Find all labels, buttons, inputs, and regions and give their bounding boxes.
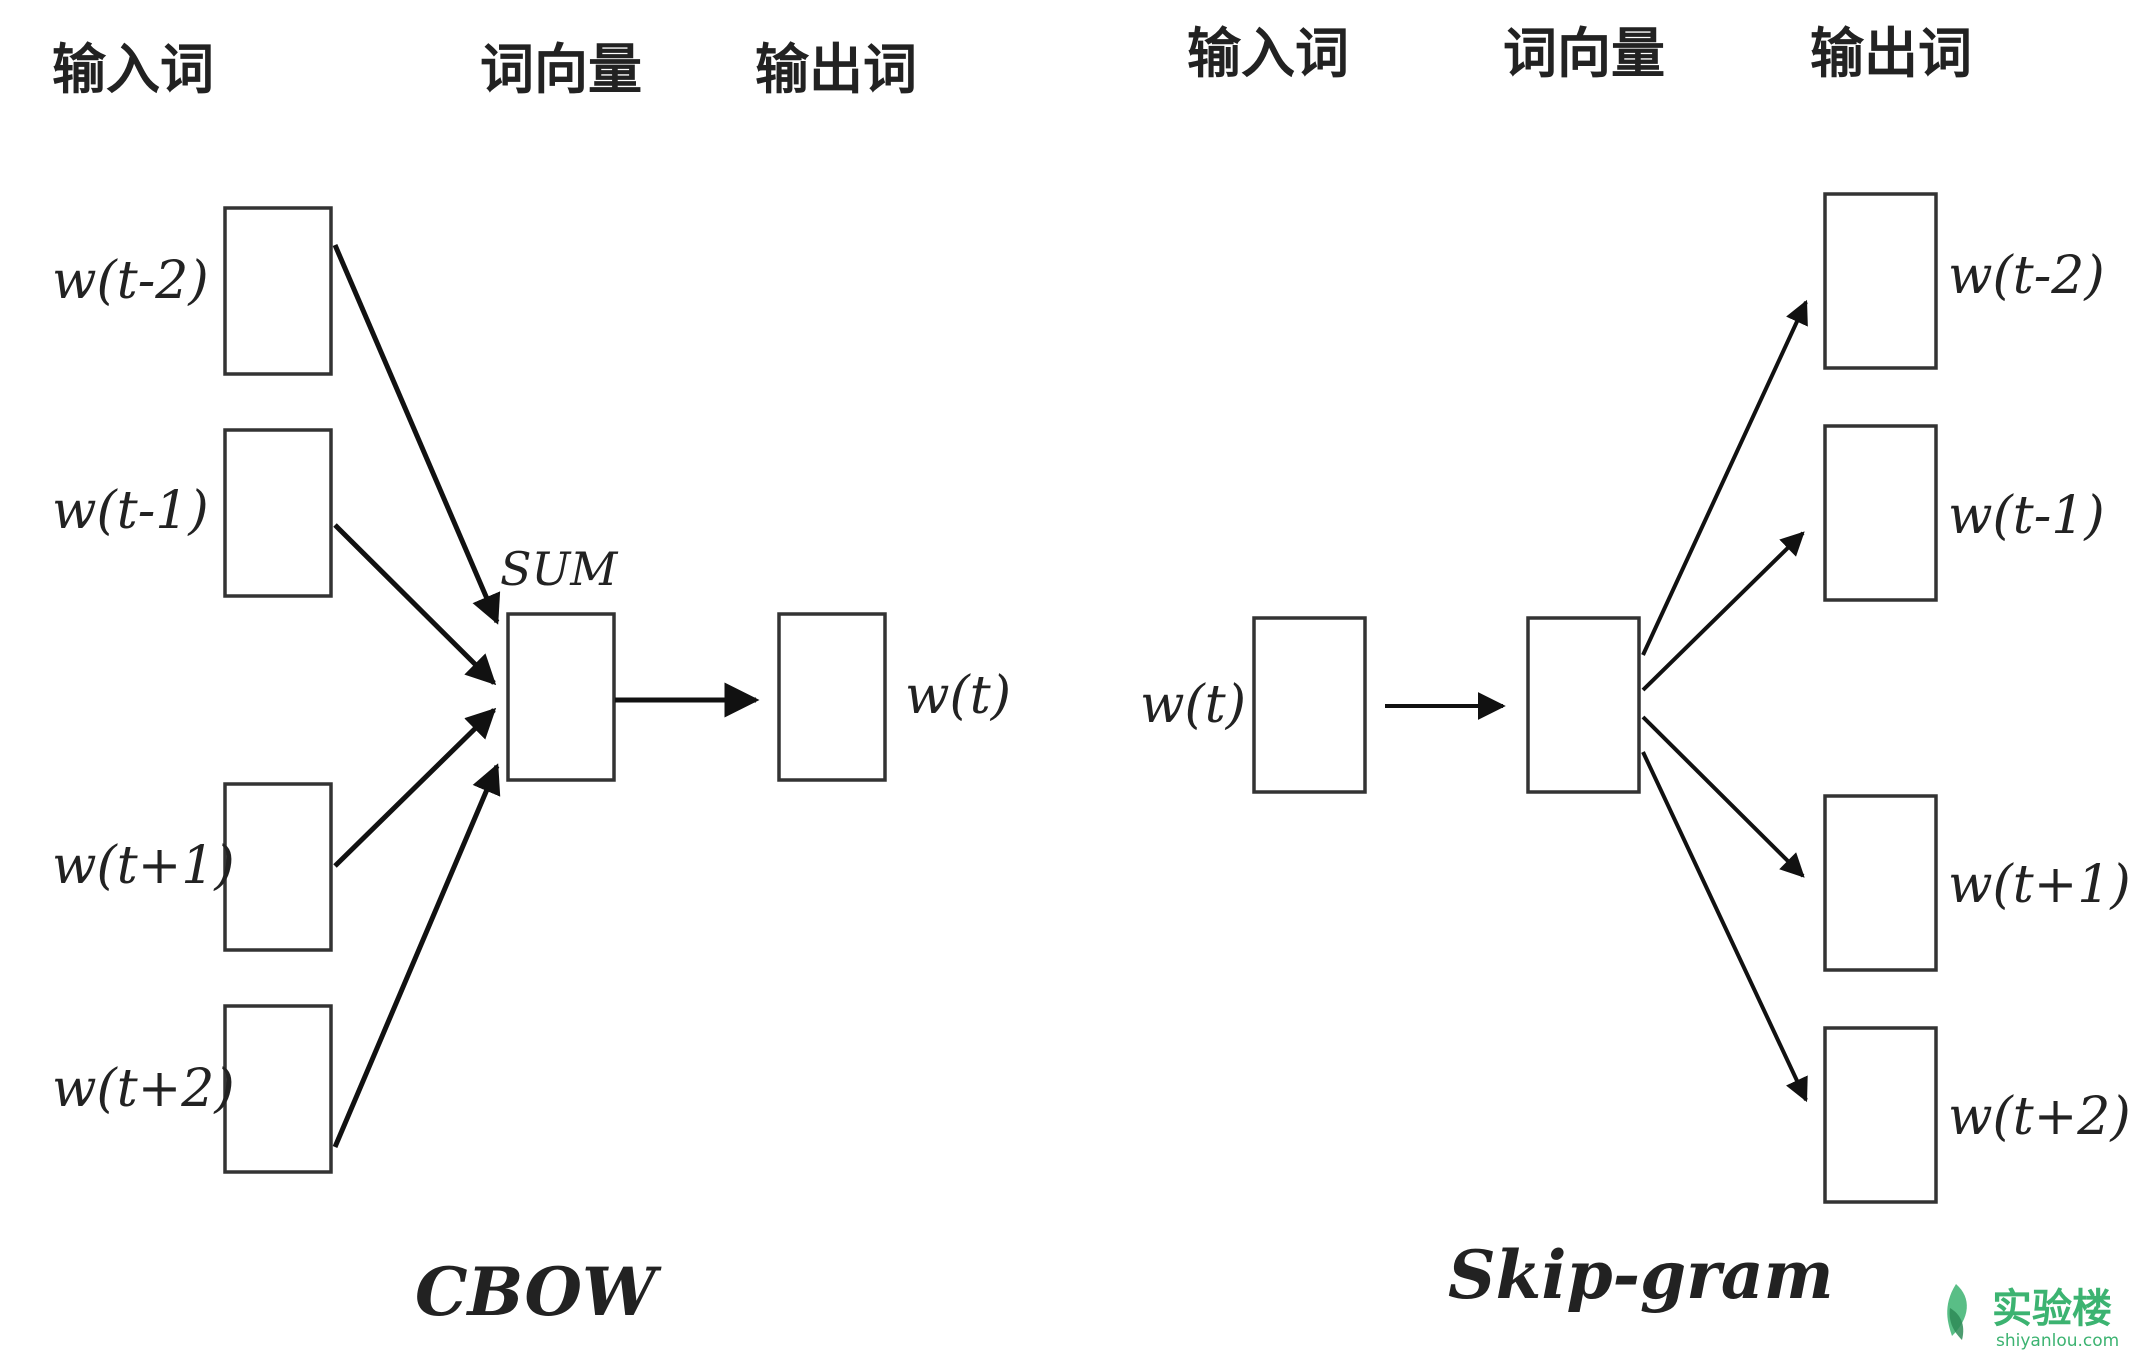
skipgram-output-label-t+2: w(t+2) — [1948, 1087, 2131, 1147]
skipgram-output-box-t+1 — [1823, 794, 1938, 972]
cbow-output-label: w(t) — [905, 666, 1011, 726]
cbow-title: CBOW — [415, 1253, 662, 1331]
skipgram-title: Skip-gram — [1448, 1236, 1834, 1314]
watermark-name: 实验楼 — [1992, 1286, 2112, 1332]
skipgram-output-label-t+1: w(t+1) — [1948, 855, 2131, 915]
skipgram-input-box — [1252, 616, 1367, 794]
watermark-site: shiyanlou.com — [1996, 1331, 2119, 1351]
cbow-input-label-t+2: w(t+2) — [52, 1059, 235, 1119]
skipgram-output-box-t+2 — [1823, 1026, 1938, 1204]
skipgram-output-label-t-1: w(t-1) — [1948, 486, 2105, 546]
cbow-output-header: 输出词 — [755, 38, 917, 101]
skipgram-arrow-t+2 — [1641, 751, 1808, 1103]
leaf-logo-icon — [1947, 1284, 1967, 1340]
cbow-input-box-t+2 — [223, 1004, 333, 1174]
cbow-vector-header: 词向量 — [480, 38, 642, 101]
cbow-input-label-t-2: w(t-2) — [52, 251, 209, 311]
cbow-arrow-t+2 — [332, 763, 501, 1148]
cbow-input-box-t-1 — [223, 428, 333, 598]
cbow-input-box-t+1 — [223, 782, 333, 952]
cbow-input-label-t+1: w(t+1) — [52, 836, 235, 896]
cbow-input-header: 输入词 — [52, 38, 214, 101]
skipgram-projection-box — [1526, 616, 1641, 794]
skipgram-output-box-t-1 — [1823, 424, 1938, 602]
cbow-arrow-t-2 — [332, 244, 501, 625]
skipgram-input-header: 输入词 — [1187, 22, 1349, 85]
skipgram-output-box-t-2 — [1823, 192, 1938, 370]
cbow-sum-label: SUM — [500, 542, 619, 596]
skipgram-arrow-t-1 — [1641, 531, 1805, 692]
skipgram-vector-header: 词向量 — [1503, 22, 1665, 85]
cbow-input-box-t-2 — [223, 206, 333, 376]
skipgram-output-header: 输出词 — [1810, 22, 1972, 85]
shiyanlou-watermark: 实验楼 shiyanlou.com — [1947, 1284, 2119, 1351]
skipgram-output-label-t-2: w(t-2) — [1948, 246, 2105, 306]
cbow-projection-box — [506, 612, 616, 782]
cbow-arrow-t-1 — [333, 523, 497, 686]
skipgram-arrow-t+1 — [1641, 715, 1805, 878]
skipgram-input-label: w(t) — [1140, 675, 1246, 735]
skipgram-model: 输入词 词向量 输出词 w(t) w(t-2) w(t-1) w(t+1) w(… — [1140, 22, 2131, 1314]
cbow-arrow-t+1 — [333, 707, 497, 868]
cbow-model: 输入词 词向量 输出词 w(t-2) w(t-1) w(t+1) w(t+2) … — [52, 38, 1011, 1331]
cbow-output-box — [777, 612, 887, 782]
cbow-input-label-t-1: w(t-1) — [52, 481, 209, 541]
skipgram-arrow-t-2 — [1641, 299, 1808, 656]
